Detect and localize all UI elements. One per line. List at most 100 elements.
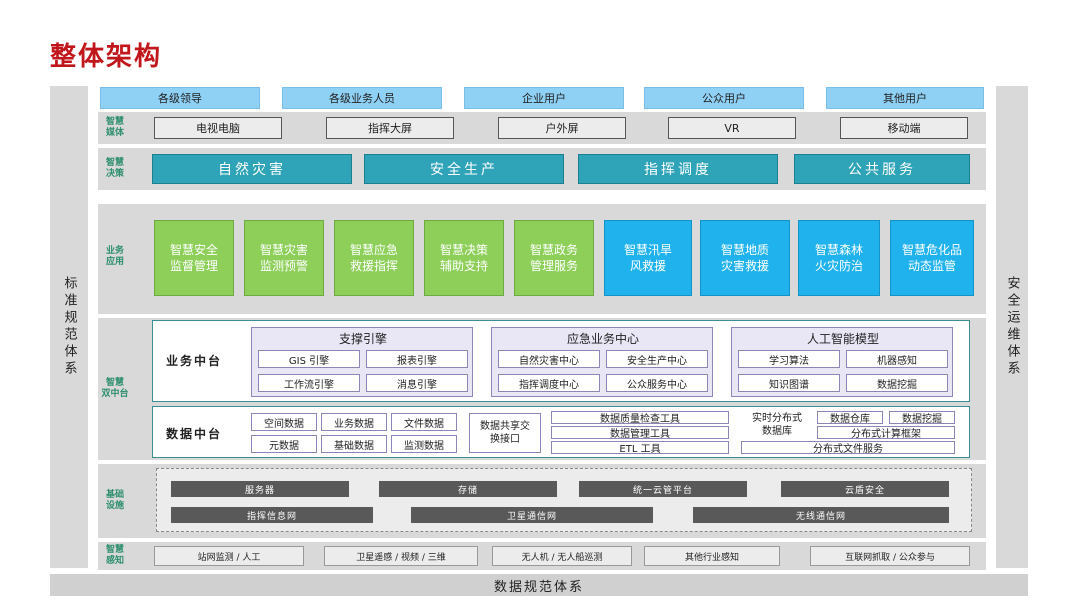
- message-engine: 消息引擎: [366, 374, 468, 392]
- app-geological-disaster: 智慧地质 灾害救援: [700, 220, 790, 296]
- app-geological-disaster-l2: 灾害救援: [720, 259, 769, 273]
- smart-decision-label: 智慧 决策: [100, 154, 130, 184]
- learning-algorithm: 学习算法: [738, 350, 840, 368]
- workflow-engine: 工作流引擎: [258, 374, 360, 392]
- data-management-tool: 数据管理工具: [551, 426, 729, 440]
- smart-decision-label-bottom: 决策: [105, 169, 124, 179]
- command-dispatch-center: 指挥调度中心: [498, 374, 600, 392]
- infra-storage: 存储: [379, 481, 557, 497]
- business-platform-title: 业务中台: [165, 353, 222, 368]
- app-disaster-warning-l2: 监测预警: [259, 259, 308, 273]
- infrastructure-label-top: 基础: [105, 490, 124, 500]
- sensing-drone-boat: 无人机 / 无人船巡测: [492, 546, 632, 566]
- media-mobile: 移动端: [840, 117, 968, 139]
- dual-platform-label-top: 智慧: [105, 378, 124, 388]
- data-platform-title: 数据中台: [165, 426, 222, 441]
- base-data: 基础数据: [321, 435, 387, 453]
- app-decision-support-l1: 智慧决策: [439, 243, 488, 257]
- smart-media-band: 智慧 媒体 电视电脑 指挥大屏 户外屏 VR 移动端: [98, 112, 986, 144]
- standards-system-text: 标准规范体系: [61, 276, 77, 378]
- monitoring-data: 监测数据: [391, 435, 457, 453]
- decision-natural-disaster: 自然灾害: [152, 154, 352, 184]
- data-quality-tool: 数据质量检查工具: [551, 411, 729, 425]
- dual-platform-label-bottom: 双中台: [101, 389, 129, 399]
- machine-perception: 机器感知: [846, 350, 948, 368]
- realtime-distributed-db: 实时分布式 数据库: [741, 411, 813, 439]
- app-safety-supervision-l2: 监督管理: [169, 259, 218, 273]
- user-staff: 各级业务人员: [282, 87, 442, 109]
- app-hazardous-chemicals-l2: 动态监管: [907, 259, 956, 273]
- distributed-compute-framework: 分布式计算框架: [817, 426, 955, 440]
- data-mining-tool: 数据挖掘: [889, 411, 955, 425]
- data-share-interface: 数据共享交 换接口: [469, 413, 541, 453]
- app-emergency-rescue-l2: 救援指挥: [349, 259, 398, 273]
- page-title: 整体架构: [50, 42, 163, 72]
- app-hazardous-chemicals-l1: 智慧危化品: [901, 243, 962, 257]
- safety-production-center: 安全生产中心: [606, 350, 708, 368]
- infrastructure-frame: 服务器 存储 统一云管平台 云盾安全 指挥信息网 卫星通信网 无线通信网: [156, 468, 972, 532]
- data-platform-panel: 数据中台 空间数据 业务数据 文件数据 元数据 基础数据 监测数据 数据共享交 …: [152, 406, 970, 458]
- media-vr: VR: [668, 117, 796, 139]
- data-standards-band: 数据规范体系: [50, 574, 1028, 596]
- infra-cloud-shield: 云盾安全: [781, 481, 949, 497]
- smart-sensing-label: 智慧 感知: [100, 543, 130, 569]
- app-hazardous-chemicals: 智慧危化品 动态监管: [890, 220, 974, 296]
- data-warehouse: 数据仓库: [817, 411, 883, 425]
- support-engine-group: 支撑引擎 GIS 引擎 报表引擎 工作流引擎 消息引擎: [251, 327, 473, 397]
- knowledge-graph: 知识图谱: [738, 374, 840, 392]
- app-disaster-warning-l1: 智慧灾害: [259, 243, 308, 257]
- media-outdoor-screen: 户外屏: [498, 117, 626, 139]
- app-safety-supervision: 智慧安全 监督管理: [154, 220, 234, 296]
- emergency-center-title: 应急业务中心: [566, 331, 639, 346]
- media-tv-pc: 电视电脑: [154, 117, 282, 139]
- emergency-center-group: 应急业务中心 自然灾害中心 安全生产中心 指挥调度中心 公众服务中心: [491, 327, 713, 397]
- infrastructure-label-bottom: 设施: [105, 501, 124, 511]
- file-data: 文件数据: [391, 413, 457, 431]
- app-emergency-rescue: 智慧应急 救援指挥: [334, 220, 414, 296]
- business-apps-label-bottom: 应用: [105, 257, 124, 267]
- app-forest-fire: 智慧森林 火灾防治: [798, 220, 880, 296]
- app-safety-supervision-l1: 智慧安全: [169, 243, 218, 257]
- support-engine-title: 支撑引擎: [338, 331, 387, 346]
- sensing-internet-public: 互联网抓取 / 公众参与: [810, 546, 970, 566]
- etl-tool: ETL 工具: [551, 441, 729, 455]
- app-decision-support: 智慧决策 辅助支持: [424, 220, 504, 296]
- infra-wireless-network: 无线通信网: [693, 507, 949, 523]
- smart-media-label-bottom: 媒体: [105, 128, 124, 138]
- data-share-interface-l2: 换接口: [490, 434, 520, 445]
- app-government-service: 智慧政务 管理服务: [514, 220, 594, 296]
- app-decision-support-l2: 辅助支持: [439, 259, 488, 273]
- business-apps-label-top: 业务: [105, 246, 124, 256]
- users-row: 各级领导 各级业务人员 企业用户 公众用户 其他用户: [98, 86, 986, 110]
- media-command-screen: 指挥大屏: [326, 117, 454, 139]
- app-government-service-l1: 智慧政务: [529, 243, 578, 257]
- infra-satellite-network: 卫星通信网: [411, 507, 653, 523]
- gis-engine: GIS 引擎: [258, 350, 360, 368]
- infrastructure-label: 基础 设施: [100, 486, 130, 516]
- user-other: 其他用户: [826, 87, 984, 109]
- report-engine: 报表引擎: [366, 350, 468, 368]
- decision-command-dispatch: 指挥调度: [578, 154, 778, 184]
- security-ops-system-label: 安全运维体系: [996, 86, 1028, 568]
- app-flood-drought-l1: 智慧汛旱: [623, 243, 672, 257]
- data-standards-text: 数据规范体系: [493, 579, 584, 595]
- app-forest-fire-l2: 火灾防治: [814, 259, 863, 273]
- business-platform-panel: 业务中台 支撑引擎 GIS 引擎 报表引擎 工作流引擎 消息引擎 应急业务中心 …: [152, 320, 970, 402]
- sensing-other-industry: 其他行业感知: [644, 546, 780, 566]
- sensing-station-monitoring: 站网监测 / 人工: [154, 546, 304, 566]
- realtime-distributed-db-l2: 数据库: [762, 426, 792, 437]
- user-enterprise: 企业用户: [464, 87, 624, 109]
- app-government-service-l2: 管理服务: [529, 259, 578, 273]
- user-leaders: 各级领导: [100, 87, 260, 109]
- smart-decision-band: 智慧 决策 自然灾害 安全生产 指挥调度 公共服务: [98, 148, 986, 190]
- infra-servers: 服务器: [171, 481, 349, 497]
- infra-command-network: 指挥信息网: [171, 507, 373, 523]
- app-forest-fire-l1: 智慧森林: [814, 243, 863, 257]
- sensing-satellite-video: 卫星遥感 / 视频 / 三维: [324, 546, 478, 566]
- dual-platform-band: 智慧 双中台 业务中台 支撑引擎 GIS 引擎 报表引擎 工作流引擎 消息引擎 …: [98, 318, 986, 460]
- app-flood-drought-l2: 风救援: [629, 259, 666, 273]
- natural-disaster-center: 自然灾害中心: [498, 350, 600, 368]
- realtime-distributed-db-l1: 实时分布式: [752, 413, 802, 424]
- decision-public-service: 公共服务: [794, 154, 970, 184]
- smart-sensing-label-top: 智慧: [105, 545, 124, 555]
